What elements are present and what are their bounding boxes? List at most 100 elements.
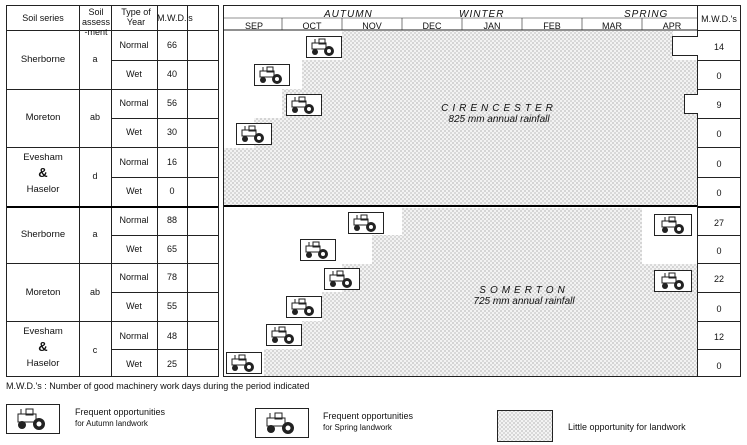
spring-mwd-value: 14 bbox=[713, 42, 724, 52]
header-soil-assessment: Soil assess -ment bbox=[81, 7, 110, 37]
ampersand: & bbox=[38, 165, 48, 180]
site-rainfall: 725 mm annual rainfall bbox=[473, 296, 575, 307]
soil-series-moreton: Moreton bbox=[25, 287, 61, 298]
soil-series-haselor: Haselor bbox=[26, 358, 60, 369]
spring-mwd-value: 12 bbox=[713, 332, 724, 342]
site-somerton: SOMERTON 725 mm annual rainfall bbox=[439, 285, 609, 307]
spring-mwd-value: 0 bbox=[716, 246, 722, 256]
header-mwds: M.W.D.'s bbox=[157, 13, 193, 23]
spring-mwd-column: M.W.D.'s 14 0 9 0 0 0 27 0 22 0 12 0 bbox=[698, 5, 741, 377]
mwd-value: 48 bbox=[166, 331, 177, 341]
spring-mwd-value: 22 bbox=[713, 274, 724, 284]
cirencester-low-opportunity-area bbox=[224, 31, 697, 205]
year-type-normal: Normal bbox=[119, 215, 149, 225]
tractor-autumn-icon bbox=[300, 239, 336, 261]
month-oct: OCT bbox=[302, 21, 322, 31]
spring-mwd-value: 0 bbox=[716, 188, 722, 198]
mwd-value: 30 bbox=[166, 127, 177, 137]
tractor-autumn-icon bbox=[236, 123, 272, 145]
site-rainfall: 825 mm annual rainfall bbox=[448, 114, 550, 125]
soil-series-haselor: Haselor bbox=[26, 184, 60, 195]
header-type-of-year: Type of Year bbox=[121, 7, 151, 27]
tractor-spring-icon bbox=[654, 214, 692, 236]
legend-little-label: Little opportunity for landwork bbox=[568, 422, 686, 432]
legend-autumn-line2: for Autumn landwork bbox=[75, 419, 148, 428]
legend-spring-line1: Frequent opportunities bbox=[323, 411, 414, 421]
soil-assessment: a bbox=[92, 229, 98, 239]
spring-mwd-value: 0 bbox=[716, 159, 722, 169]
year-type-normal: Normal bbox=[119, 98, 149, 108]
legend-dotted-swatch bbox=[497, 410, 553, 442]
month-feb: FEB bbox=[543, 21, 561, 31]
year-type-wet: Wet bbox=[126, 244, 142, 254]
month-mar: MAR bbox=[602, 21, 622, 31]
site-cirencester: CIRENCESTER 825 mm annual rainfall bbox=[414, 103, 584, 125]
legend-spring-tractor-icon bbox=[255, 408, 309, 438]
soil-assessment: ab bbox=[89, 112, 100, 122]
month-nov: NOV bbox=[362, 21, 382, 31]
season-spring: SPRING bbox=[624, 9, 669, 20]
tractor-autumn-icon bbox=[324, 268, 360, 290]
mwd-value: 40 bbox=[166, 69, 177, 79]
mwd-value: 25 bbox=[166, 359, 177, 369]
soil-assessment: a bbox=[92, 54, 98, 64]
mwd-value: 0 bbox=[169, 186, 175, 196]
tractor-autumn-icon bbox=[348, 212, 384, 234]
legend-autumn-label: Frequent opportunities for Autumn landwo… bbox=[75, 406, 165, 430]
soil-series-sherborne: Sherborne bbox=[20, 229, 66, 240]
soil-assessment: ab bbox=[89, 287, 100, 297]
legend-autumn-tractor-icon bbox=[6, 404, 60, 434]
mwd-value: 78 bbox=[166, 272, 177, 282]
mwd-value: 66 bbox=[166, 40, 177, 50]
mwd-value: 56 bbox=[166, 98, 177, 108]
tractor-autumn-icon bbox=[226, 352, 262, 374]
soil-assessment: c bbox=[92, 345, 98, 355]
month-jan: JAN bbox=[483, 21, 501, 31]
mwd-value: 65 bbox=[166, 244, 177, 254]
month-dec: DEC bbox=[422, 21, 442, 31]
soil-table: Soil series Soil assess -ment Type of Ye… bbox=[6, 5, 219, 377]
tractor-autumn-icon bbox=[286, 94, 322, 116]
year-type-wet: Wet bbox=[126, 127, 142, 137]
mwd-value: 88 bbox=[166, 215, 177, 225]
spring-mwd-value: 9 bbox=[716, 100, 722, 110]
spring-mwd-value: 27 bbox=[713, 218, 724, 228]
spring-mwd-value: 0 bbox=[716, 71, 722, 81]
legend-spring-line2: for Spring landwork bbox=[323, 423, 392, 432]
tractor-spring-icon bbox=[654, 270, 692, 292]
footnote: M.W.D.'s : Number of good machinery work… bbox=[6, 381, 310, 391]
spring-mwd-value: 0 bbox=[716, 304, 722, 314]
season-winter: WINTER bbox=[459, 9, 505, 20]
soil-assessment: d bbox=[92, 171, 98, 181]
chart-svg bbox=[224, 17, 697, 376]
year-type-normal: Normal bbox=[119, 272, 149, 282]
soil-series-sherborne: Sherborne bbox=[20, 54, 66, 65]
soil-series-evesham: Evesham bbox=[23, 326, 63, 337]
spring-mwd-value: 0 bbox=[716, 129, 722, 139]
year-type-wet: Wet bbox=[126, 186, 142, 196]
header-mwds-right: M.W.D.'s bbox=[701, 14, 737, 24]
tractor-autumn-icon bbox=[254, 64, 290, 86]
tractor-autumn-icon bbox=[306, 36, 342, 58]
year-type-wet: Wet bbox=[126, 301, 142, 311]
tractor-autumn-icon bbox=[266, 324, 302, 346]
mwd-value: 16 bbox=[166, 157, 177, 167]
year-type-wet: Wet bbox=[126, 69, 142, 79]
legend-spring-label: Frequent opportunities for Spring landwo… bbox=[323, 410, 413, 434]
mwd-value: 55 bbox=[166, 301, 177, 311]
legend-autumn-line1: Frequent opportunities bbox=[75, 407, 166, 417]
tractor-autumn-icon bbox=[286, 296, 322, 318]
ampersand: & bbox=[38, 339, 48, 354]
month-apr: APR bbox=[662, 21, 682, 31]
soil-series-evesham: Evesham bbox=[23, 152, 63, 163]
site-name: SOMERTON bbox=[479, 285, 569, 296]
year-type-wet: Wet bbox=[126, 359, 142, 369]
year-type-normal: Normal bbox=[119, 40, 149, 50]
landwork-chart: AUTUMN WINTER SPRING SEP OCT NOV DEC JAN… bbox=[223, 5, 698, 377]
soil-series-moreton: Moreton bbox=[25, 112, 61, 123]
site-name: CIRENCESTER bbox=[441, 103, 557, 114]
spring-mwd-value: 0 bbox=[716, 361, 722, 371]
year-type-normal: Normal bbox=[119, 157, 149, 167]
somerton-low-opportunity-area bbox=[264, 208, 697, 376]
header-soil-series: Soil series bbox=[22, 13, 64, 23]
